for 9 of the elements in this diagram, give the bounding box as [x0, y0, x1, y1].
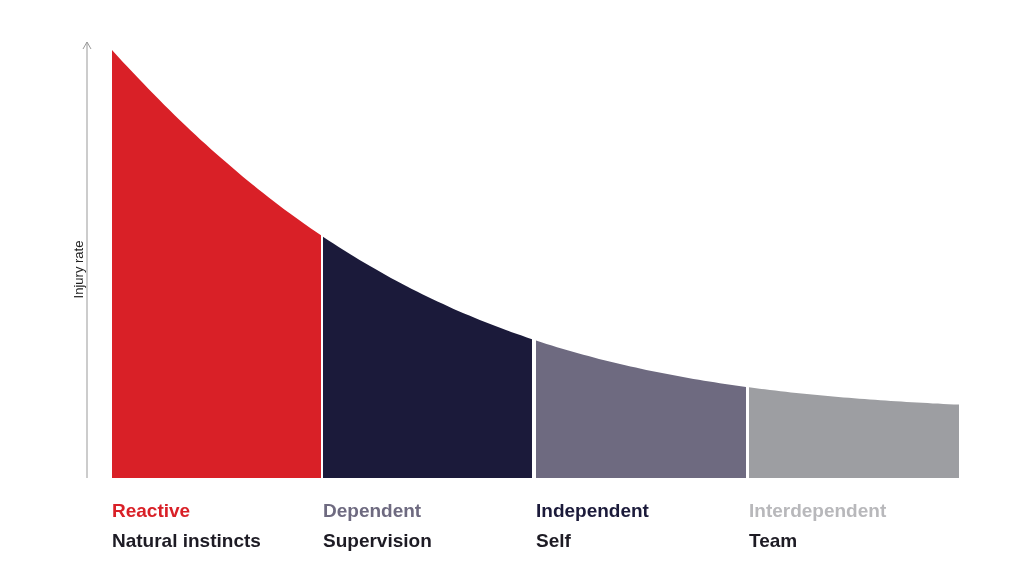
stage-description: Self — [536, 530, 571, 552]
stage-description: Team — [749, 530, 798, 552]
axis-label: Injury rate — [70, 239, 86, 301]
stage-name: Dependent — [323, 500, 422, 522]
stage-description: Supervision — [323, 530, 432, 552]
stage-description: Natural instincts — [112, 530, 261, 552]
stage-name: Independent — [536, 500, 649, 522]
stage-name: Reactive — [112, 500, 191, 522]
stage-name: Interdependent — [749, 500, 887, 522]
